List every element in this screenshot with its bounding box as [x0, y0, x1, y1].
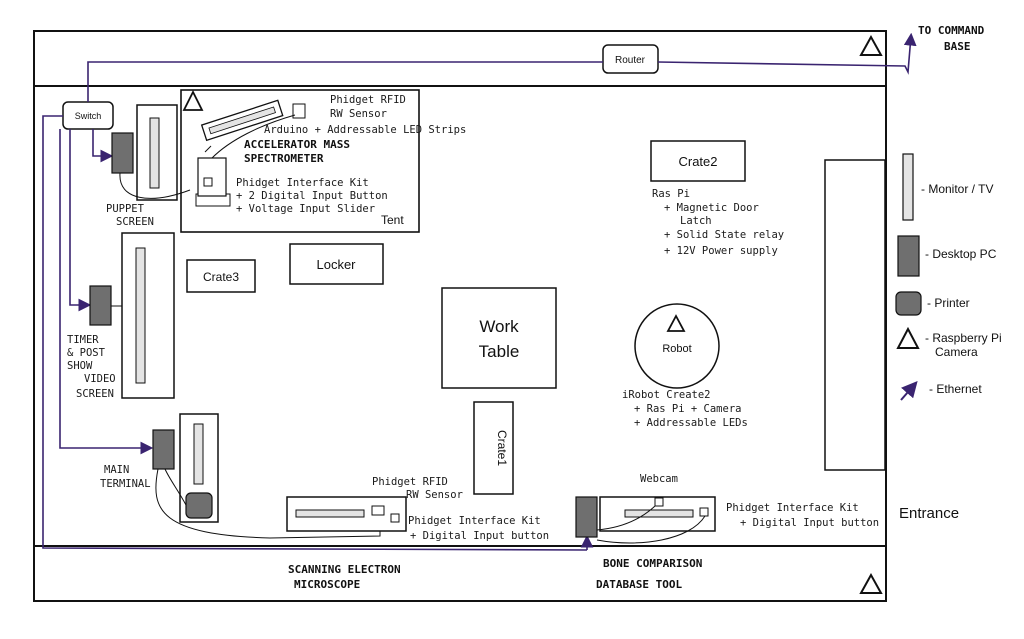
- legend-camera-icon: [896, 326, 920, 349]
- tent-rfid-sensor: [292, 103, 306, 119]
- tent-kit-line1: Phidget Interface Kit: [236, 177, 369, 189]
- bone-interface-kit: [699, 507, 709, 517]
- tent-rfid-line2: RW Sensor: [330, 108, 387, 120]
- crate3-box: [186, 259, 256, 293]
- timer-monitor-icon: [135, 247, 146, 384]
- crate2-label: Crate2: [678, 154, 717, 169]
- router-box: [602, 44, 659, 74]
- tent-label: Tent: [381, 213, 404, 227]
- bone-kit-line2: + Digital Input button: [740, 517, 879, 529]
- crate2-line2: + Magnetic Door: [664, 202, 759, 214]
- sem-rfid-sensor: [371, 505, 385, 516]
- tent-ams-line1: ACCELERATOR MASS: [244, 138, 350, 151]
- crate3-label: Crate3: [203, 270, 239, 284]
- tent-kit-line3: + Voltage Input Slider: [236, 203, 375, 215]
- timer-line3: SHOW: [67, 360, 93, 372]
- camera-icon-top-right: [859, 34, 883, 56]
- timer-line4: VIDEO: [84, 373, 116, 385]
- legend-desktop-label: - Desktop PC: [925, 247, 997, 261]
- switch-label: Switch: [75, 111, 102, 121]
- tent-interface-kit: [197, 157, 227, 197]
- command-base-line2: BASE: [944, 40, 971, 53]
- legend-monitor-icon: [902, 153, 914, 221]
- puppet-desktop-icon: [111, 132, 134, 174]
- legend-printer-icon: [895, 291, 922, 316]
- robot-camera-icon: [666, 314, 686, 332]
- robot-circle: [634, 303, 720, 389]
- legend: - Monitor / TV - Desktop PC - Printer - …: [895, 153, 1002, 401]
- bone-monitor-icon: [624, 509, 694, 518]
- ethernet-lines: [42, 32, 917, 551]
- legend-ethernet-label: - Ethernet: [929, 382, 982, 396]
- legend-printer-label: - Printer: [927, 296, 970, 310]
- command-base-line1: TO COMMAND: [918, 24, 985, 37]
- crate1-box: [473, 401, 514, 495]
- sem-caption-line2: MICROSCOPE: [294, 578, 360, 591]
- sem-monitor-icon: [295, 509, 365, 518]
- tent-zone: [180, 89, 420, 233]
- legend-ethernet-icon: [900, 380, 918, 401]
- room-outer-wall: [33, 30, 887, 602]
- main-terminal-monitor-icon: [193, 423, 204, 485]
- robot-line1: iRobot Create2: [622, 389, 711, 401]
- work-table-box: [441, 287, 557, 389]
- legend-desktop-icon: [897, 235, 920, 277]
- locker-label: Locker: [316, 257, 356, 272]
- right-wall-display: [824, 159, 886, 471]
- crate2-line1: Ras Pi: [652, 188, 690, 200]
- webcam-icon: [654, 497, 664, 507]
- main-terminal-line1: MAIN: [104, 464, 129, 476]
- bone-kit-line1: Phidget Interface Kit: [726, 502, 859, 514]
- main-terminal-printer-icon: [185, 492, 213, 519]
- robot-line2: + Ras Pi + Camera: [634, 403, 741, 415]
- timer-line5: SCREEN: [76, 388, 114, 400]
- ams-device: [200, 99, 284, 142]
- sem-interface-kit: [390, 513, 400, 523]
- bone-caption-line1: BONE COMPARISON: [603, 557, 702, 570]
- webcam-label: Webcam: [640, 473, 678, 485]
- timer-screen-frame: [121, 232, 175, 399]
- sem-caption-line1: SCANNING ELECTRON: [288, 563, 401, 576]
- work-table-line2: Table: [479, 342, 520, 361]
- crate2-box: [650, 140, 746, 182]
- sem-kit-line2: + Digital Input button: [410, 530, 549, 542]
- camera-icon-bottom-right: [859, 572, 883, 594]
- tent-arduino-label: Arduino + Addressable LED Strips: [264, 124, 466, 136]
- timer-line1: TIMER: [67, 334, 99, 346]
- work-table-line1: Work: [479, 317, 519, 336]
- timer-desktop-icon: [89, 285, 112, 326]
- sem-rfid-line1: Phidget RFID: [372, 476, 448, 488]
- crate1-label: Crate1: [495, 430, 509, 466]
- tent-ams-line2: SPECTROMETER: [244, 152, 324, 165]
- puppet-monitor-icon: [149, 117, 160, 189]
- entrance-label: Entrance: [899, 505, 959, 522]
- main-terminal-line2: TERMINAL: [100, 478, 151, 490]
- timer-line2: & POST: [67, 347, 106, 359]
- crate2-line5: + 12V Power supply: [664, 245, 778, 257]
- router-label: Router: [615, 55, 646, 66]
- bone-caption-line2: DATABASE TOOL: [596, 578, 682, 591]
- tent-camera-icon: [182, 89, 204, 111]
- bone-desktop-icon: [575, 496, 598, 538]
- sem-rfid-line2: RW Sensor: [406, 489, 463, 501]
- crate2-line3: Latch: [680, 215, 712, 227]
- locker-box: [289, 243, 384, 285]
- puppet-screen-line1: PUPPET: [106, 203, 145, 215]
- crate2-line4: + Solid State relay: [664, 229, 784, 241]
- robot-label: Robot: [662, 343, 691, 355]
- sem-kit-line1: Phidget Interface Kit: [408, 515, 541, 527]
- robot-line3: + Addressable LEDs: [634, 417, 748, 429]
- tent-rfid-line1: Phidget RFID: [330, 94, 406, 106]
- legend-camera-line2: Camera: [935, 345, 978, 359]
- main-terminal-desktop-icon: [152, 429, 175, 470]
- legend-monitor-label: - Monitor / TV: [921, 182, 993, 196]
- puppet-screen-line2: SCREEN: [116, 216, 154, 228]
- legend-camera-line1: - Raspberry Pi: [925, 331, 1002, 345]
- tent-kit-line2: + 2 Digital Input Button: [236, 190, 388, 202]
